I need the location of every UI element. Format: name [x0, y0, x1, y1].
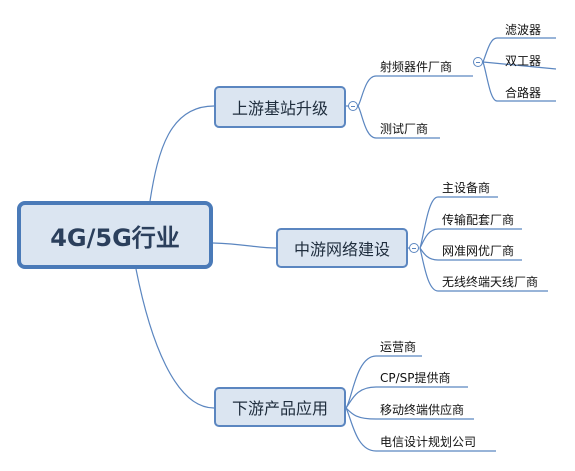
leaf-network-optimization[interactable]: 网准网优厂商 [442, 244, 515, 258]
leaf-mobile-terminal-suppliers[interactable]: 移动终端供应商 [380, 403, 465, 417]
leaf-operators[interactable]: 运营商 [380, 340, 417, 354]
leaf-filter[interactable]: 滤波器 [505, 23, 542, 37]
leaf-main-equipment[interactable]: 主设备商 [442, 181, 491, 195]
leaf-duplexer[interactable]: 双工器 [505, 54, 542, 68]
root-topic[interactable]: 4G/5G行业 [17, 201, 213, 269]
collapse-toggle-rf-devices[interactable] [473, 57, 483, 67]
leaf-rf-device-makers[interactable]: 射频器件厂商 [380, 60, 453, 74]
leaf-cp-sp-providers[interactable]: CP/SP提供商 [380, 371, 451, 385]
leaf-telecom-design-planning[interactable]: 电信设计规划公司 [380, 435, 477, 449]
leaf-test-makers[interactable]: 测试厂商 [380, 122, 429, 136]
leaf-wireless-terminal-antenna[interactable]: 无线终端天线厂商 [442, 275, 539, 289]
collapse-toggle-midstream[interactable] [409, 243, 419, 253]
leaf-transmission-supporting[interactable]: 传输配套厂商 [442, 213, 515, 227]
branch-midstream[interactable]: 中游网络建设 [276, 228, 408, 268]
leaf-combiner[interactable]: 合路器 [505, 86, 542, 100]
branch-downstream[interactable]: 下游产品应用 [214, 387, 346, 427]
branch-upstream[interactable]: 上游基站升级 [214, 86, 346, 128]
collapse-toggle-upstream[interactable] [348, 101, 358, 111]
